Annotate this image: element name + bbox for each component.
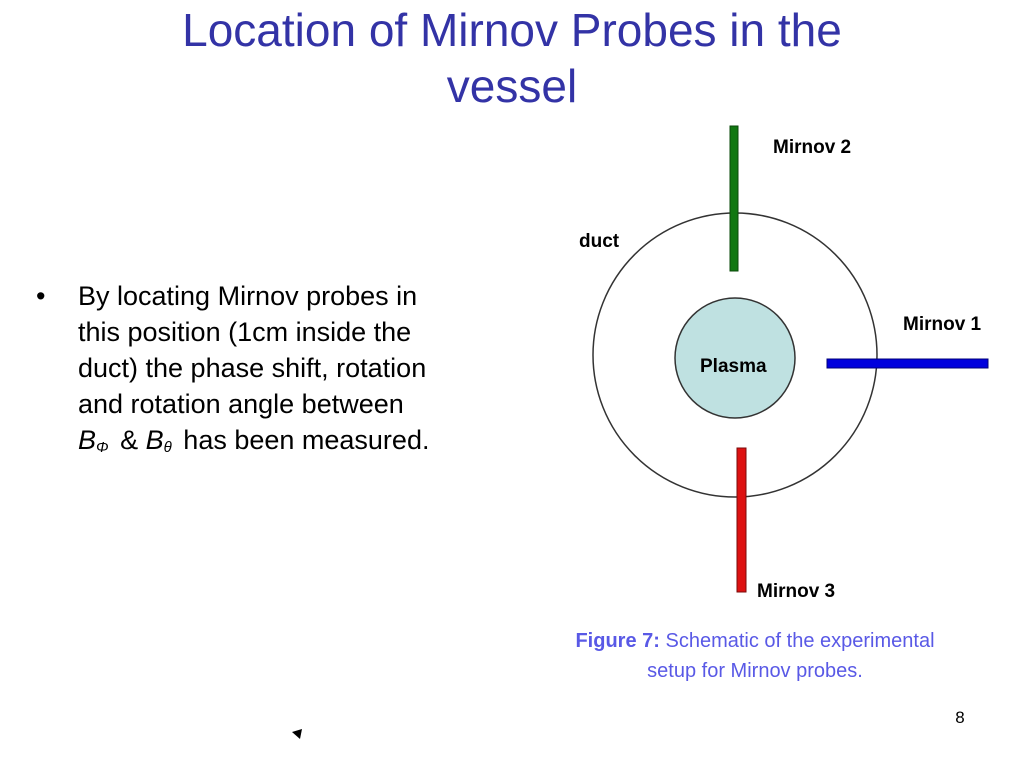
subscript-theta: θ [163,439,172,456]
bullet-dot-icon: • [36,281,46,311]
label-mirnov-3: Mirnov 3 [757,581,835,602]
mirnov-2-probe [729,125,739,272]
label-plasma: Plasma [700,356,767,377]
plasma-circle [674,297,796,419]
mirnov-3-probe [736,447,747,593]
bullet-line-4: and rotation angle between [78,389,404,419]
label-mirnov-1: Mirnov 1 [903,314,982,335]
title-line-2: vessel [446,60,578,112]
bullet-tail: has been measured. [183,425,430,455]
bullet-line-2: this position (1cm inside the [78,317,412,347]
ampersand: & [120,425,139,455]
label-duct: duct [579,231,620,252]
symbol-b-theta: B [145,425,164,455]
bullet-line-3: duct) the phase shift, rotation [78,353,427,383]
bullet-item: • By locating Mirnov probes in this posi… [36,278,536,466]
pointer-icon [292,729,302,739]
page-number: 8 [955,708,965,727]
symbol-b-phi: B [78,425,97,455]
caption-line-2: setup for Mirnov probes. [647,660,863,682]
subscript-phi: Φ [96,439,109,456]
caption-head: Figure 7: [575,630,660,652]
mirnov-1-probe [826,358,989,369]
title-line-1: Location of Mirnov Probes in the [182,4,842,56]
label-mirnov-2: Mirnov 2 [773,137,851,158]
figure-caption: Figure 7: Schematic of the experimental s… [520,626,990,686]
bullet-list: • By locating Mirnov probes in this posi… [36,278,536,466]
caption-line-1: Schematic of the experimental [665,630,935,652]
bullet-line-1: By locating Mirnov probes in [78,281,418,311]
